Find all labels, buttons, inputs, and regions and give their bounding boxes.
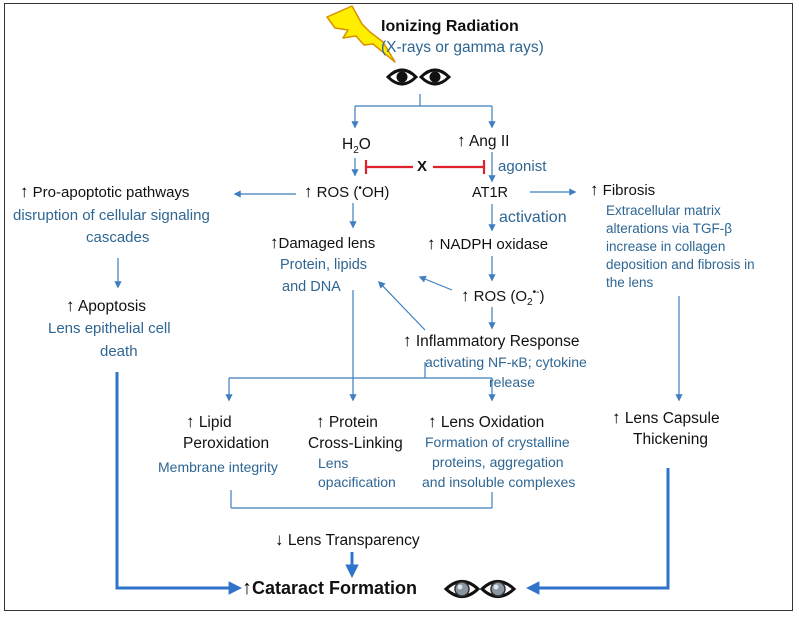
crosslink-label-2: Cross-Linking: [308, 435, 403, 452]
up-arrow-icon: ↑: [304, 182, 313, 201]
eye-icon-cataract-right: [479, 580, 517, 598]
damaged-lens-detail-2: and DNA: [282, 279, 341, 295]
up-arrow-icon: ↑: [270, 233, 279, 252]
up-arrow-icon: ↑: [242, 577, 252, 599]
up-arrow-icon: ↑: [403, 331, 412, 350]
h2o-label: H2O: [342, 136, 371, 157]
ros-o2-node: ↑ ROS (O2•-): [461, 286, 545, 308]
agonist-label: agonist: [498, 158, 547, 175]
damaged-lens-detail-1: Protein, lipids: [280, 257, 368, 273]
eye-icon-right: [418, 68, 452, 86]
crosslink-node: ↑ Protein: [316, 412, 378, 431]
fibrosis-node: ↑ Fibrosis: [590, 180, 656, 199]
up-arrow-icon: ↑: [66, 296, 75, 315]
lipid-node: ↑ Lipid: [186, 412, 232, 431]
down-arrow-icon: ↓: [275, 530, 284, 549]
up-arrow-icon: ↑: [427, 234, 436, 253]
fibrosis-detail-5: the lens: [606, 275, 654, 290]
source-title: Ionizing Radiation: [381, 18, 519, 35]
crosslink-detail-2: opacification: [318, 474, 396, 490]
nadph-node: ↑ NADPH oxidase: [427, 234, 549, 253]
oxidation-detail-1: Formation of crystalline: [425, 434, 570, 450]
source-subtitle: (X-rays or gamma rays): [381, 39, 544, 56]
diagram-frame: [4, 3, 793, 611]
apoptosis-detail-2: death: [100, 343, 138, 360]
up-arrow-icon: ↑: [612, 408, 621, 427]
up-arrow-icon: ↑: [461, 286, 470, 305]
proapoptotic-node: ↑ Pro-apoptotic pathways: [20, 182, 190, 201]
oxidation-detail-2: proteins, aggregation: [432, 454, 564, 470]
arrow-roso2-damaged: [418, 275, 453, 291]
up-arrow-icon: ↑: [428, 412, 437, 431]
eye-icon-cataract-left: [443, 580, 481, 598]
oxidation-node: ↑ Lens Oxidation: [428, 412, 545, 431]
arrow-inflammatory-damaged: [378, 280, 426, 331]
thick-arrow-apoptosis-cataract: [115, 372, 243, 595]
angii-label: Ang II: [468, 133, 510, 150]
up-arrow-icon: ↑: [590, 180, 599, 199]
apoptosis-detail-1: Lens epithelial cell: [48, 320, 171, 337]
eye-icon-left: [385, 68, 419, 86]
up-arrow-icon: ↑: [186, 412, 195, 431]
at1r-label: AT1R: [472, 185, 508, 201]
lipid-label-2: Peroxidation: [183, 435, 270, 452]
oxidation-detail-3: and insoluble complexes: [422, 474, 576, 490]
fibrosis-detail-2: alterations via TGF-β: [606, 221, 733, 236]
fibrosis-detail-1: Extracellular matrix: [606, 203, 721, 218]
crosslink-detail-1: Lens: [318, 455, 349, 471]
lightning-icon: [326, 5, 396, 63]
apoptosis-node: ↑ Apoptosis: [66, 296, 147, 315]
ros-oh-node: ↑ ROS (•OH): [304, 182, 390, 201]
up-arrow-icon: ↑: [316, 412, 325, 431]
inhibition-x: X: [417, 158, 428, 175]
capsule-node: ↑ Lens Capsule: [612, 408, 720, 427]
angii-node: ↑ Ang II: [457, 131, 509, 151]
cataract-node: ↑Cataract Formation: [242, 577, 418, 599]
up-arrow-icon: ↑: [457, 131, 466, 150]
fibrosis-detail-4: deposition and fibrosis in: [606, 257, 755, 272]
damaged-lens-node: ↑Damaged lens: [270, 233, 376, 252]
inflammatory-detail-2: release: [489, 374, 535, 390]
lipid-detail: Membrane integrity: [158, 459, 278, 475]
up-arrow-icon: ↑: [20, 182, 29, 201]
proapoptotic-detail-2: cascades: [86, 229, 150, 246]
activation-label: activation: [499, 209, 567, 226]
fibrosis-detail-3: increase in collagen: [606, 239, 726, 254]
transparency-node: ↓ Lens Transparency: [275, 530, 420, 549]
proapoptotic-detail-1: disruption of cellular signaling: [13, 207, 210, 224]
thick-arrow-capsule-cataract: [525, 468, 670, 595]
inflammatory-detail-1: activating NF-κB; cytokine: [425, 354, 587, 370]
capsule-label-2: Thickening: [633, 431, 708, 448]
inflammatory-node: ↑ Inflammatory Response: [403, 331, 580, 350]
